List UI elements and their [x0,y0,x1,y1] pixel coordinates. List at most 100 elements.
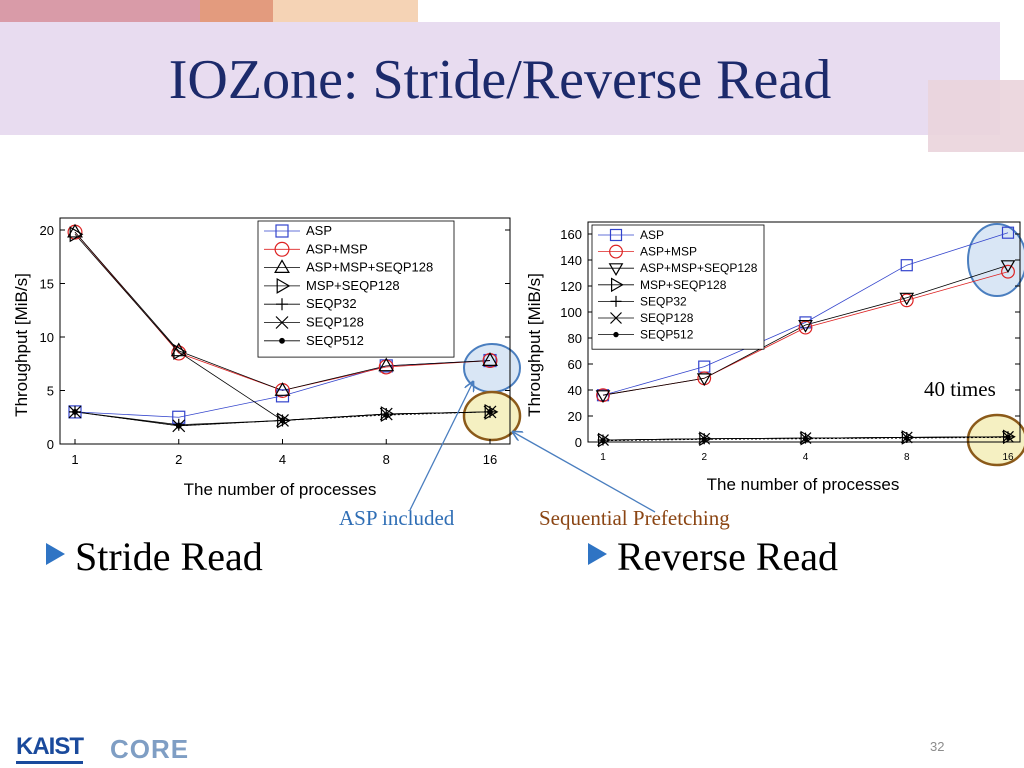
data-point [1001,264,1015,279]
legend-marker [610,312,622,324]
y-tick-label: 40 [568,383,582,398]
legend-label: ASP+MSP+SEQP128 [306,260,433,275]
x-tick-label: 4 [803,452,809,463]
data-point [1001,226,1015,239]
series-line [74,231,491,391]
sequential-prefetching-ellipse [966,413,1024,467]
sequential-prefetching-ellipse [462,390,522,442]
series-line [602,264,1009,396]
page-number: 32 [930,739,945,754]
data-point [72,409,78,415]
legend-label: ASP+MSP [640,245,697,259]
data-point [171,345,187,361]
y-axis-label: Throughput [MiB/s] [525,273,544,417]
legend-marker [279,337,285,344]
x-tick-label: 1 [600,452,606,463]
y-tick-label: 120 [560,279,582,294]
legend-marker [610,295,622,307]
y-tick-label: 20 [568,409,582,424]
data-point [701,436,707,443]
legend-label: SEQP128 [306,315,364,330]
data-point [487,409,493,415]
x-tick-label: 2 [701,452,707,463]
legend-label: SEQP32 [306,296,357,311]
y-tick-label: 0 [47,437,54,452]
forty-times-label: 40 times [924,377,996,401]
data-point [175,422,182,429]
data-point [802,436,809,442]
legend-marker [276,298,288,311]
legend-marker [274,259,290,273]
y-tick-label: 0 [575,435,582,450]
x-tick-label: 4 [279,452,286,467]
x-tick-label: 2 [175,452,182,467]
legend-box [591,224,765,350]
bullet-stride-read-text: Stride Read [75,534,263,579]
data-point [1000,260,1016,274]
data-point [274,382,291,396]
data-point [378,357,395,372]
y-axis-label: Throughput [MiB/s] [12,273,31,417]
title-band [0,22,1000,135]
data-point [1005,434,1011,441]
data-point [904,435,910,441]
legend-marker [275,316,289,329]
legend-label: ASP+MSP+SEQP128 [640,261,758,275]
data-point [899,293,914,308]
data-point [383,412,390,419]
y-tick-label: 60 [568,357,582,372]
data-point [798,320,813,333]
x-tick-label: 16 [1002,452,1014,463]
legend-label: SEQP512 [640,328,694,342]
legend-marker [608,263,624,277]
kaist-logo: KAIST [16,733,84,764]
x-tick-label: 1 [71,452,78,467]
bullet-triangle-icon [588,543,607,565]
x-tick-label: 8 [904,452,910,463]
x-axis-label: The number of processes [707,475,900,494]
legend-label: ASP [306,223,332,238]
plot-frame [587,221,1021,443]
data-point [279,417,286,424]
y-tick-label: 20 [40,223,54,238]
series-line [602,232,1009,396]
legend-label: MSP+SEQP128 [640,278,727,292]
y-tick-label: 160 [560,227,582,242]
data-point [899,292,915,306]
data-point [798,320,813,335]
y-tick-label: 100 [560,305,582,320]
sequential-prefetching-label: Sequential Prefetching [539,506,730,530]
legend-label: SEQP128 [640,311,694,325]
slide-title: IOZone: Stride/Reverse Read [168,49,832,111]
bullet-triangle-icon [46,543,65,565]
legend-marker [275,224,289,238]
y-tick-label: 15 [40,277,54,292]
header-deco-corner [928,80,1024,152]
data-point [67,223,83,238]
data-point [69,226,84,243]
legend-marker [613,331,619,338]
legend-label: SEQP32 [640,294,687,308]
legend-marker [609,228,623,242]
legend-label: SEQP512 [306,333,364,348]
y-tick-label: 10 [40,330,54,345]
x-axis-label: The number of processes [184,480,377,499]
plot-frame [59,217,511,445]
legend-label: ASP [640,228,664,242]
core-logo: CORE [110,734,190,764]
sequential-prefetching-arrow [513,432,656,513]
data-point [600,438,606,444]
legend-marker [274,241,290,257]
bullet-reverse-read: Reverse Read [588,534,838,580]
y-tick-label: 140 [560,253,582,268]
x-tick-label: 8 [383,452,390,467]
legend-marker [609,244,623,259]
legend-marker [611,277,624,293]
asp-included-arrow [409,382,473,511]
data-point [900,259,913,272]
data-point [482,352,498,366]
series-line [602,437,1009,442]
